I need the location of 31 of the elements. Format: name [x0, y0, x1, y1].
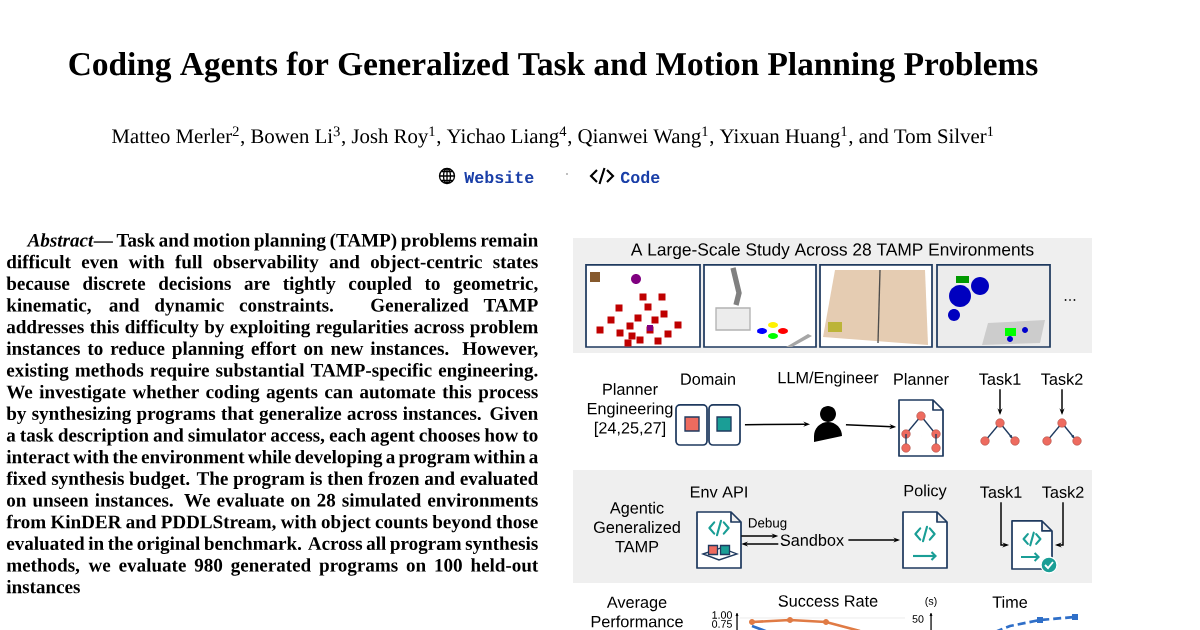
task-label: Task2: [1041, 373, 1083, 385]
icon-caption: Policy: [904, 484, 947, 500]
separator-dot: ·: [566, 173, 568, 175]
title: Coding Agents for Generalized Task and Motion Planning Problems: [69, 51, 1038, 83]
author-list: Matteo Merler$^{2}$, Bowen Li$^{3}$, Josh Roy$^{1}$, Yichao Liang$^{4}$, Qianwei Wang$^{1}$, Yixuan Huang$^{1}$, and Tom Silver$^{1}$: [112, 126, 994, 148]
row-label: Agentic Generalized TAMP: [593, 501, 680, 553]
tick-label: 1.00: [712, 611, 732, 619]
row-label: Planner Engineering [24,25,27]: [587, 383, 673, 437]
ellipsis: ...: [1064, 299, 1076, 301]
axis-unit: (s): [925, 597, 937, 607]
tree-icon: [1042, 418, 1082, 446]
row-label: Average Performance: [591, 596, 683, 628]
icon-caption: Domain: [681, 373, 735, 385]
tick-label: 50: [912, 615, 924, 623]
icon-caption: Env API: [690, 486, 747, 498]
panel-heading: A Large-Scale Study Across 28 TAMP Environments: [630, 242, 1034, 260]
edge-label: Debug: [748, 517, 787, 531]
task-label: Task1: [980, 486, 1022, 498]
link: Code: [620, 170, 660, 184]
task-label: Sandbox: [780, 534, 844, 546]
chart-title: Time: [992, 596, 1028, 608]
icon-caption: LLM/Engineer: [778, 371, 879, 387]
chart-title: Success Rate: [778, 595, 878, 607]
link: Website: [464, 170, 534, 184]
task-label: Task1: [979, 373, 1021, 385]
tick-label: 0.75: [712, 620, 732, 628]
code-document-icon: [1011, 520, 1058, 574]
task-label: Task2: [1042, 486, 1084, 498]
tree-icon: [980, 418, 1020, 446]
icon-caption: Planner: [894, 373, 949, 385]
abstract-text: Abstract— Task and motion planning (TAMP) problems remain difficult even with full observability and object-centric states because discrete decisions are tightly coupled to geometric, kinematic, and dynamic constraints. Generalized TAMP addresses this difficulty by exploiting regularities across problem instances to reduce planning effort on new instances. However, existing methods require substantial TAMP-specific engineering. We investigate whether coding agents can automate this process by synthesizing programs that generalize across instances. Given a task description and simulator access, each agent chooses how to interact with the environment while developing a program within a fixed synthesis budget. The program is then frozen and evaluated on unseen instances. We evaluate on 28 simulated environments from KinDER and PDDLStream, with object counts beyond those evaluated in the original benchmark. Across all program synthesis methods, we evaluate 980 generated programs on 100 held-out instances: [6, 233, 539, 594]
